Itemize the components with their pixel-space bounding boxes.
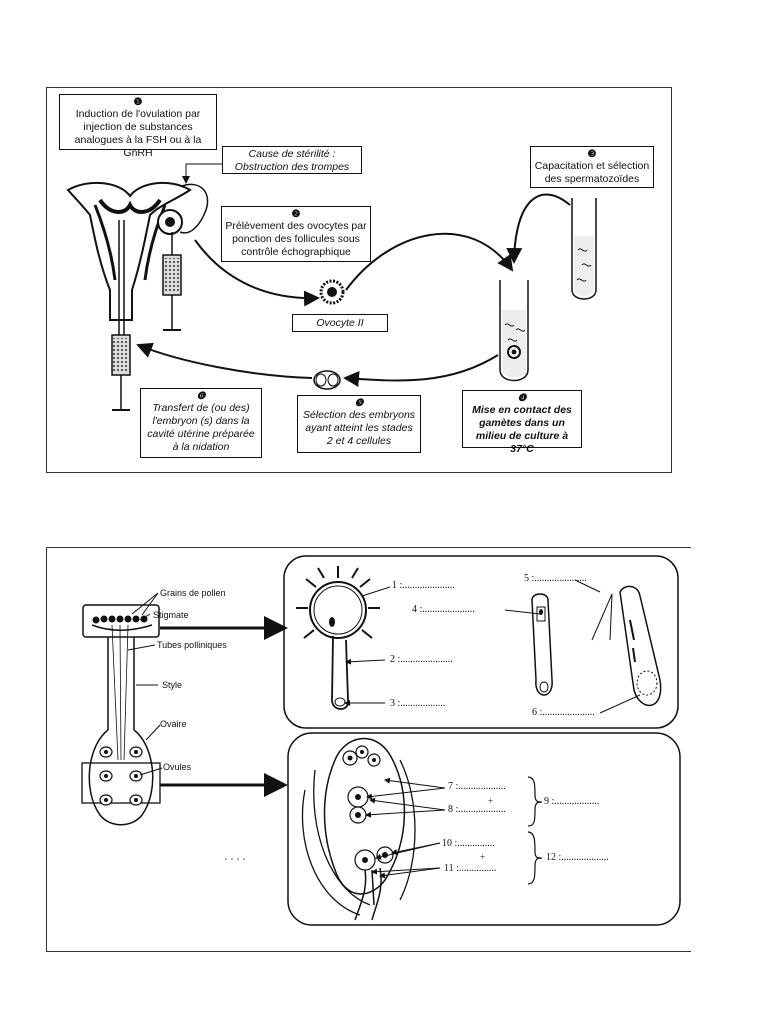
- step4-box: ❹ Mise en contact des gamètes dans un mi…: [462, 390, 582, 455]
- blank-6: 6 :.....................: [532, 707, 595, 718]
- step3-text: Capacitation et sélection des spermatozo…: [534, 160, 650, 185]
- oocyte-label: Ovocyte II: [316, 317, 364, 329]
- cause-text: Obstruction des trompes: [234, 161, 350, 173]
- plus-sign-2: +: [480, 852, 486, 862]
- blank-3: 3 :..................: [390, 698, 446, 709]
- blank-9: 9 :..................: [544, 796, 600, 807]
- step5-text: Sélection des embryons ayant atteint les…: [302, 409, 416, 447]
- step6-box: ❻ Transfert de (ou des) l'embryon (s) da…: [140, 388, 262, 458]
- step5-number: ❺: [354, 398, 364, 409]
- step6-number: ❻: [196, 391, 206, 402]
- cause-title: Cause de stérilité :: [248, 148, 336, 160]
- label-ovary: Ovaire: [160, 719, 187, 729]
- blank-12: 12 :...................: [546, 852, 609, 863]
- label-pollen-tubes: Tubes polliniques: [157, 640, 227, 650]
- step6-text: Transfert de (ou des) l'embryon (s) dans…: [147, 402, 255, 453]
- pollen-panel: [283, 555, 679, 729]
- ovary-drawing: [88, 729, 154, 826]
- blank-7: 7 :...................: [448, 781, 506, 792]
- blank-10: 10 :...............: [442, 838, 495, 849]
- step1-number: ❶: [133, 97, 143, 108]
- blank-4: 4 :.....................: [412, 604, 475, 615]
- blank-2: 2 :.....................: [390, 654, 453, 665]
- ovule-panel: [287, 732, 681, 926]
- style-drawing: [107, 637, 135, 730]
- step4-text: Mise en contact des gamètes dans un mili…: [472, 404, 572, 455]
- step2-number: ❷: [291, 209, 301, 220]
- blank-11: 11 :...............: [444, 863, 497, 874]
- label-stigma: Stigmate: [153, 610, 189, 620]
- uterus-drawing: [66, 181, 192, 321]
- step2-text: Prélèvement des ovocytes par ponction de…: [225, 220, 367, 258]
- blank-8: 8 :...................: [448, 804, 506, 815]
- step1-box: ❶ Induction de l'ovulation par injection…: [59, 94, 217, 159]
- label-ovules: Ovules: [163, 762, 192, 772]
- step4-number: ❹: [517, 393, 527, 404]
- step3-number: ❸: [587, 149, 597, 160]
- step5-box: ❺ Sélection des embryons ayant atteint l…: [297, 395, 421, 453]
- step2-box: ❷ Prélèvement des ovocytes par ponction …: [221, 206, 371, 262]
- label-pollen: Grains de pollen: [160, 588, 226, 598]
- blank-1: 1 :.....................: [392, 580, 455, 591]
- cause-box: Cause de stérilité : Obstruction des tro…: [222, 146, 362, 174]
- label-style: Style: [162, 680, 183, 690]
- step3-box: ❸ Capacitation et sélection des spermato…: [530, 146, 654, 188]
- plus-sign-1: +: [488, 796, 494, 806]
- oocyte-box: Ovocyte II: [292, 314, 388, 332]
- pollen-grain-drawing: [309, 581, 367, 639]
- blank-5: 5 :.....................: [524, 573, 587, 584]
- step1-text: Induction de l'ovulation par injection d…: [74, 108, 202, 159]
